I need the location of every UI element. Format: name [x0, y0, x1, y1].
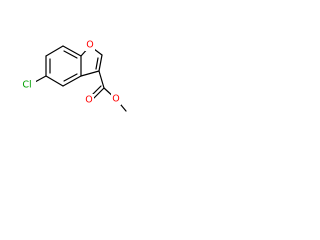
carbonyl-oxygen-atom: O — [84, 94, 94, 106]
benzene-inner-double-bond — [63, 73, 78, 82]
bond-c3-carbonyl — [98, 70, 105, 89]
benzene-inner-double-bond — [63, 50, 78, 59]
ester-oxygen-label: O — [112, 94, 119, 105]
ring-oxygen-label: O — [86, 40, 93, 51]
bond-c7a-c7 — [62, 75, 82, 87]
chlorine-atom: Cl — [19, 79, 36, 91]
bond-c7-c6 — [45, 75, 64, 87]
benzene-ring — [45, 45, 82, 87]
ring-oxygen-atom: O — [85, 39, 95, 51]
bond-c3-c7a — [80, 70, 100, 77]
ester-oxygen-atom: O — [111, 93, 121, 105]
furan-inner-double-bond — [95, 57, 99, 70]
bond-c3-c3a — [62, 45, 82, 57]
carbonyl-oxygen-label: O — [85, 95, 92, 106]
bond-c6-cl — [34, 75, 47, 83]
molecule-structure-diagram: Cl O O O — [19, 39, 127, 112]
chlorine-label: Cl — [22, 80, 31, 91]
bond-c2-c3 — [45, 45, 64, 57]
bond-c2-c3 — [98, 54, 103, 72]
